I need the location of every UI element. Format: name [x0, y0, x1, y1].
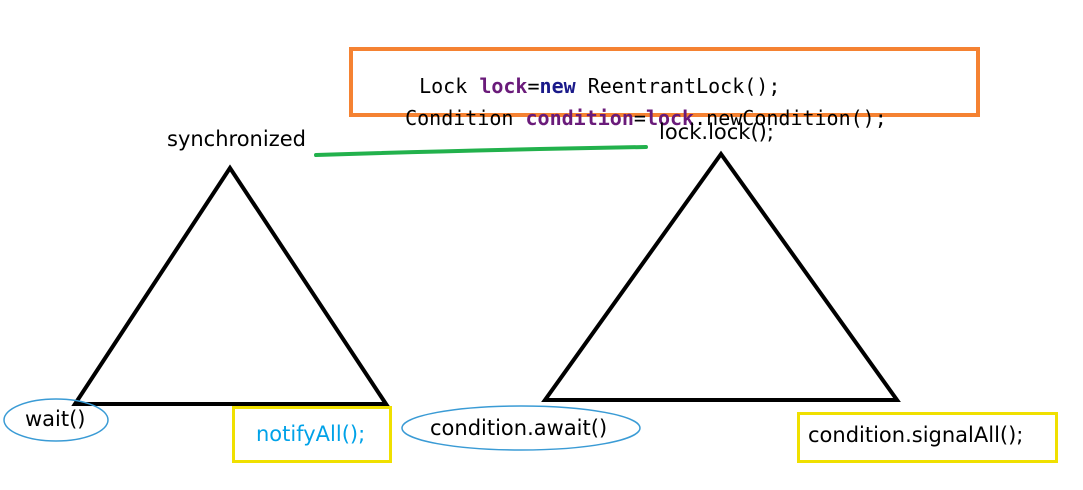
signalall-box — [797, 412, 1058, 463]
code-line-lock: Lock lock=new ReentrantLock(); — [395, 56, 780, 96]
left-triangle — [71, 164, 390, 406]
condition-await-label: condition.await() — [430, 416, 608, 440]
code-token: condition — [525, 106, 634, 130]
wait-ellipse — [3, 398, 109, 442]
notifyall-label: notifyAll(); — [256, 422, 366, 446]
await-ellipse — [401, 405, 641, 451]
code-token: = — [527, 74, 540, 98]
code-token: lock — [479, 74, 528, 98]
synchronized-label: synchronized — [167, 127, 306, 151]
code-token: ReentrantLock(); — [575, 74, 781, 98]
code-token: new — [539, 74, 576, 98]
wait-label: wait() — [25, 407, 86, 431]
code-snippet-box — [349, 47, 980, 117]
code-token: Lock — [419, 74, 480, 98]
code-token: .newCondition(); — [694, 106, 887, 130]
condition-signalall-label: condition.signalAll(); — [808, 423, 1024, 447]
lock-lock-label: lock.lock(); — [659, 120, 774, 144]
code-token: = — [633, 106, 646, 130]
code-token: Condition — [405, 106, 526, 130]
connector-line — [314, 145, 648, 157]
code-token: lock — [645, 106, 695, 130]
right-triangle — [541, 150, 901, 402]
code-line-condition: Condition condition=lock.newCondition(); — [381, 88, 887, 128]
notifyall-box — [232, 406, 392, 463]
